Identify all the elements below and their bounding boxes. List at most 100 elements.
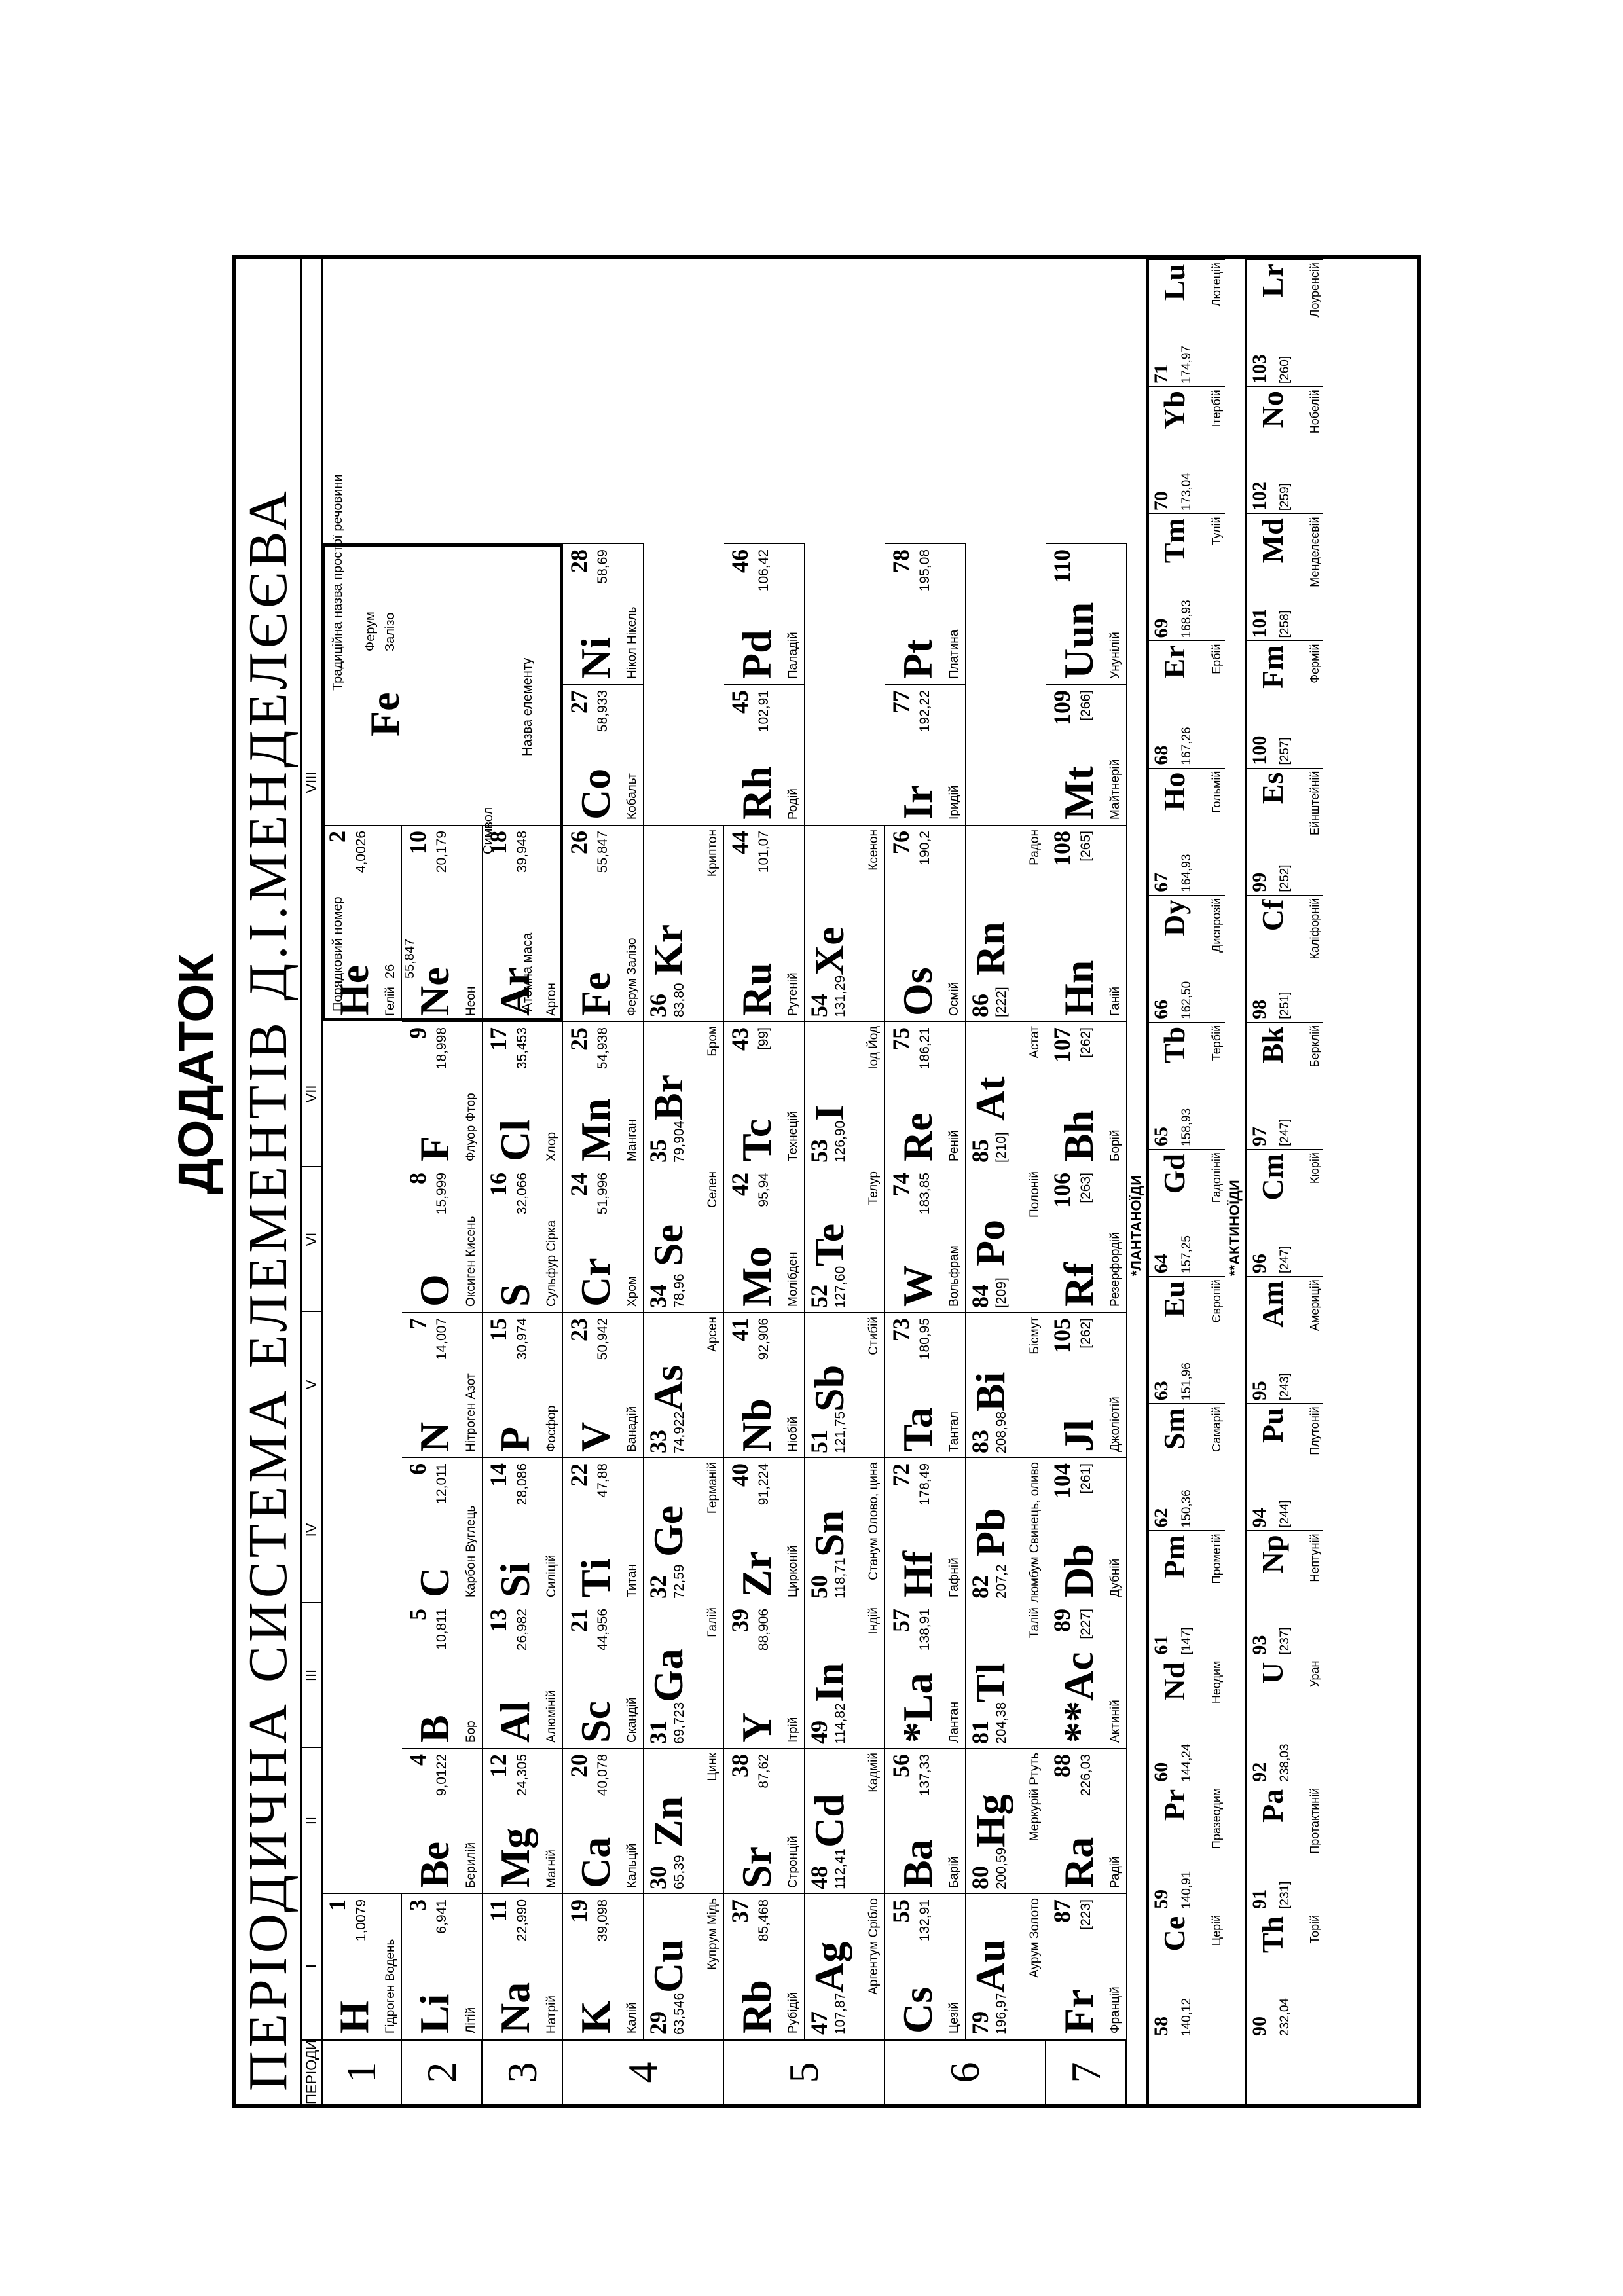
element-number: 62 — [1150, 1508, 1172, 1528]
element-name: Рутеній — [786, 972, 801, 1016]
element-symbol: He — [331, 964, 377, 1016]
element-mass: 162,50 — [1180, 981, 1194, 1019]
element-number: 9 — [405, 1027, 431, 1039]
element-mass: 132,91 — [917, 1899, 932, 1942]
element-number: 63 — [1150, 1381, 1172, 1401]
element-number: 109 — [1049, 690, 1075, 725]
element-mass: 22,990 — [515, 1899, 530, 1942]
element-symbol: K — [572, 2001, 619, 2033]
element-number: 29 — [645, 2011, 671, 2035]
element-symbol: Np — [1256, 1535, 1289, 1574]
element-name: Ітербій — [1210, 390, 1223, 428]
element-name: Плутоній — [1308, 1406, 1321, 1455]
element-symbol: **Ac — [1055, 1652, 1102, 1743]
element-number: 52 — [806, 1285, 832, 1308]
element-number: 47 — [806, 2011, 832, 2035]
element-number: 83 — [967, 1430, 993, 1453]
element-number: 42 — [727, 1173, 753, 1196]
element-number: 89 — [1049, 1609, 1075, 1632]
element-mass: 14,007 — [434, 1318, 449, 1360]
element-name: Європій — [1210, 1279, 1223, 1323]
element-mass: 1,0079 — [354, 1899, 369, 1942]
element-mass: 69,723 — [672, 1702, 687, 1744]
element-number: 56 — [888, 1754, 914, 1777]
element-name: Арсен — [706, 1317, 720, 1352]
element-mass: [263] — [1078, 1173, 1093, 1203]
element-name: Індій — [867, 1607, 881, 1635]
element-mass: [223] — [1078, 1899, 1093, 1930]
element-mass: 204,38 — [994, 1702, 1009, 1744]
element-mass: [261] — [1078, 1463, 1093, 1494]
element-mass: 87,62 — [756, 1754, 771, 1789]
element-mass: 91,224 — [756, 1463, 771, 1506]
element-symbol: Ni — [572, 637, 619, 679]
element-number: 108 — [1049, 831, 1075, 866]
element-symbol: Am — [1256, 1281, 1289, 1328]
element-name: Борій — [1108, 1129, 1123, 1161]
element-symbol: Yb — [1158, 391, 1191, 429]
element-name: Галій — [706, 1607, 720, 1637]
element-symbol: Kr — [645, 924, 691, 975]
element-name: Алюміній — [545, 1690, 559, 1743]
element-symbol: Re — [894, 1112, 941, 1161]
group-label-8: VIII — [303, 771, 319, 793]
element-name: Лантан — [947, 1701, 962, 1743]
element-mass: 168,93 — [1180, 600, 1194, 638]
element-symbol: Lr — [1256, 264, 1289, 298]
element-mass: 118,71 — [833, 1558, 848, 1599]
element-number: 92 — [1249, 1762, 1270, 1782]
element-symbol: Sb — [806, 1364, 852, 1412]
element-symbol: Mg — [492, 1827, 538, 1888]
element-number: 75 — [888, 1027, 914, 1051]
element-name: Резерфордій — [1108, 1232, 1123, 1307]
element-mass: 131,29 — [833, 975, 848, 1017]
element-symbol: Cm — [1256, 1154, 1289, 1201]
element-name: Радій — [1108, 1856, 1123, 1888]
element-number: 86 — [967, 994, 993, 1017]
element-name: Калій — [625, 2002, 640, 2033]
element-name: Неодим — [1210, 1660, 1223, 1704]
element-number: 105 — [1049, 1318, 1075, 1353]
element-symbol: Db — [1055, 1544, 1102, 1597]
element-number: 37 — [727, 1899, 753, 1923]
element-number: 76 — [888, 831, 914, 854]
element-symbol: Zr — [733, 1550, 780, 1597]
element-number: 43 — [727, 1027, 753, 1051]
element-number: 68 — [1150, 745, 1172, 765]
element-symbol: Bk — [1256, 1026, 1289, 1064]
element-name: Гафній — [947, 1558, 962, 1597]
element-symbol: Gd — [1158, 1154, 1191, 1194]
element-name: Берилій — [464, 1842, 479, 1888]
element-name: Ксенон — [867, 829, 881, 871]
element-mass: 102,91 — [756, 690, 771, 733]
element-number: 57 — [888, 1609, 914, 1632]
element-number: 70 — [1150, 491, 1172, 511]
element-name: Полоній — [1028, 1171, 1042, 1218]
element-number: 2 — [324, 831, 350, 843]
element-number: 94 — [1249, 1508, 1270, 1528]
element-mass: 10,811 — [434, 1609, 449, 1650]
element-name: Селен — [706, 1171, 720, 1208]
element-symbol: Tc — [733, 1118, 780, 1161]
element-name: Тербій — [1210, 1025, 1223, 1061]
element-symbol: Zn — [645, 1796, 691, 1848]
element-number: 28 — [566, 549, 592, 573]
element-number: 103 — [1249, 354, 1270, 384]
